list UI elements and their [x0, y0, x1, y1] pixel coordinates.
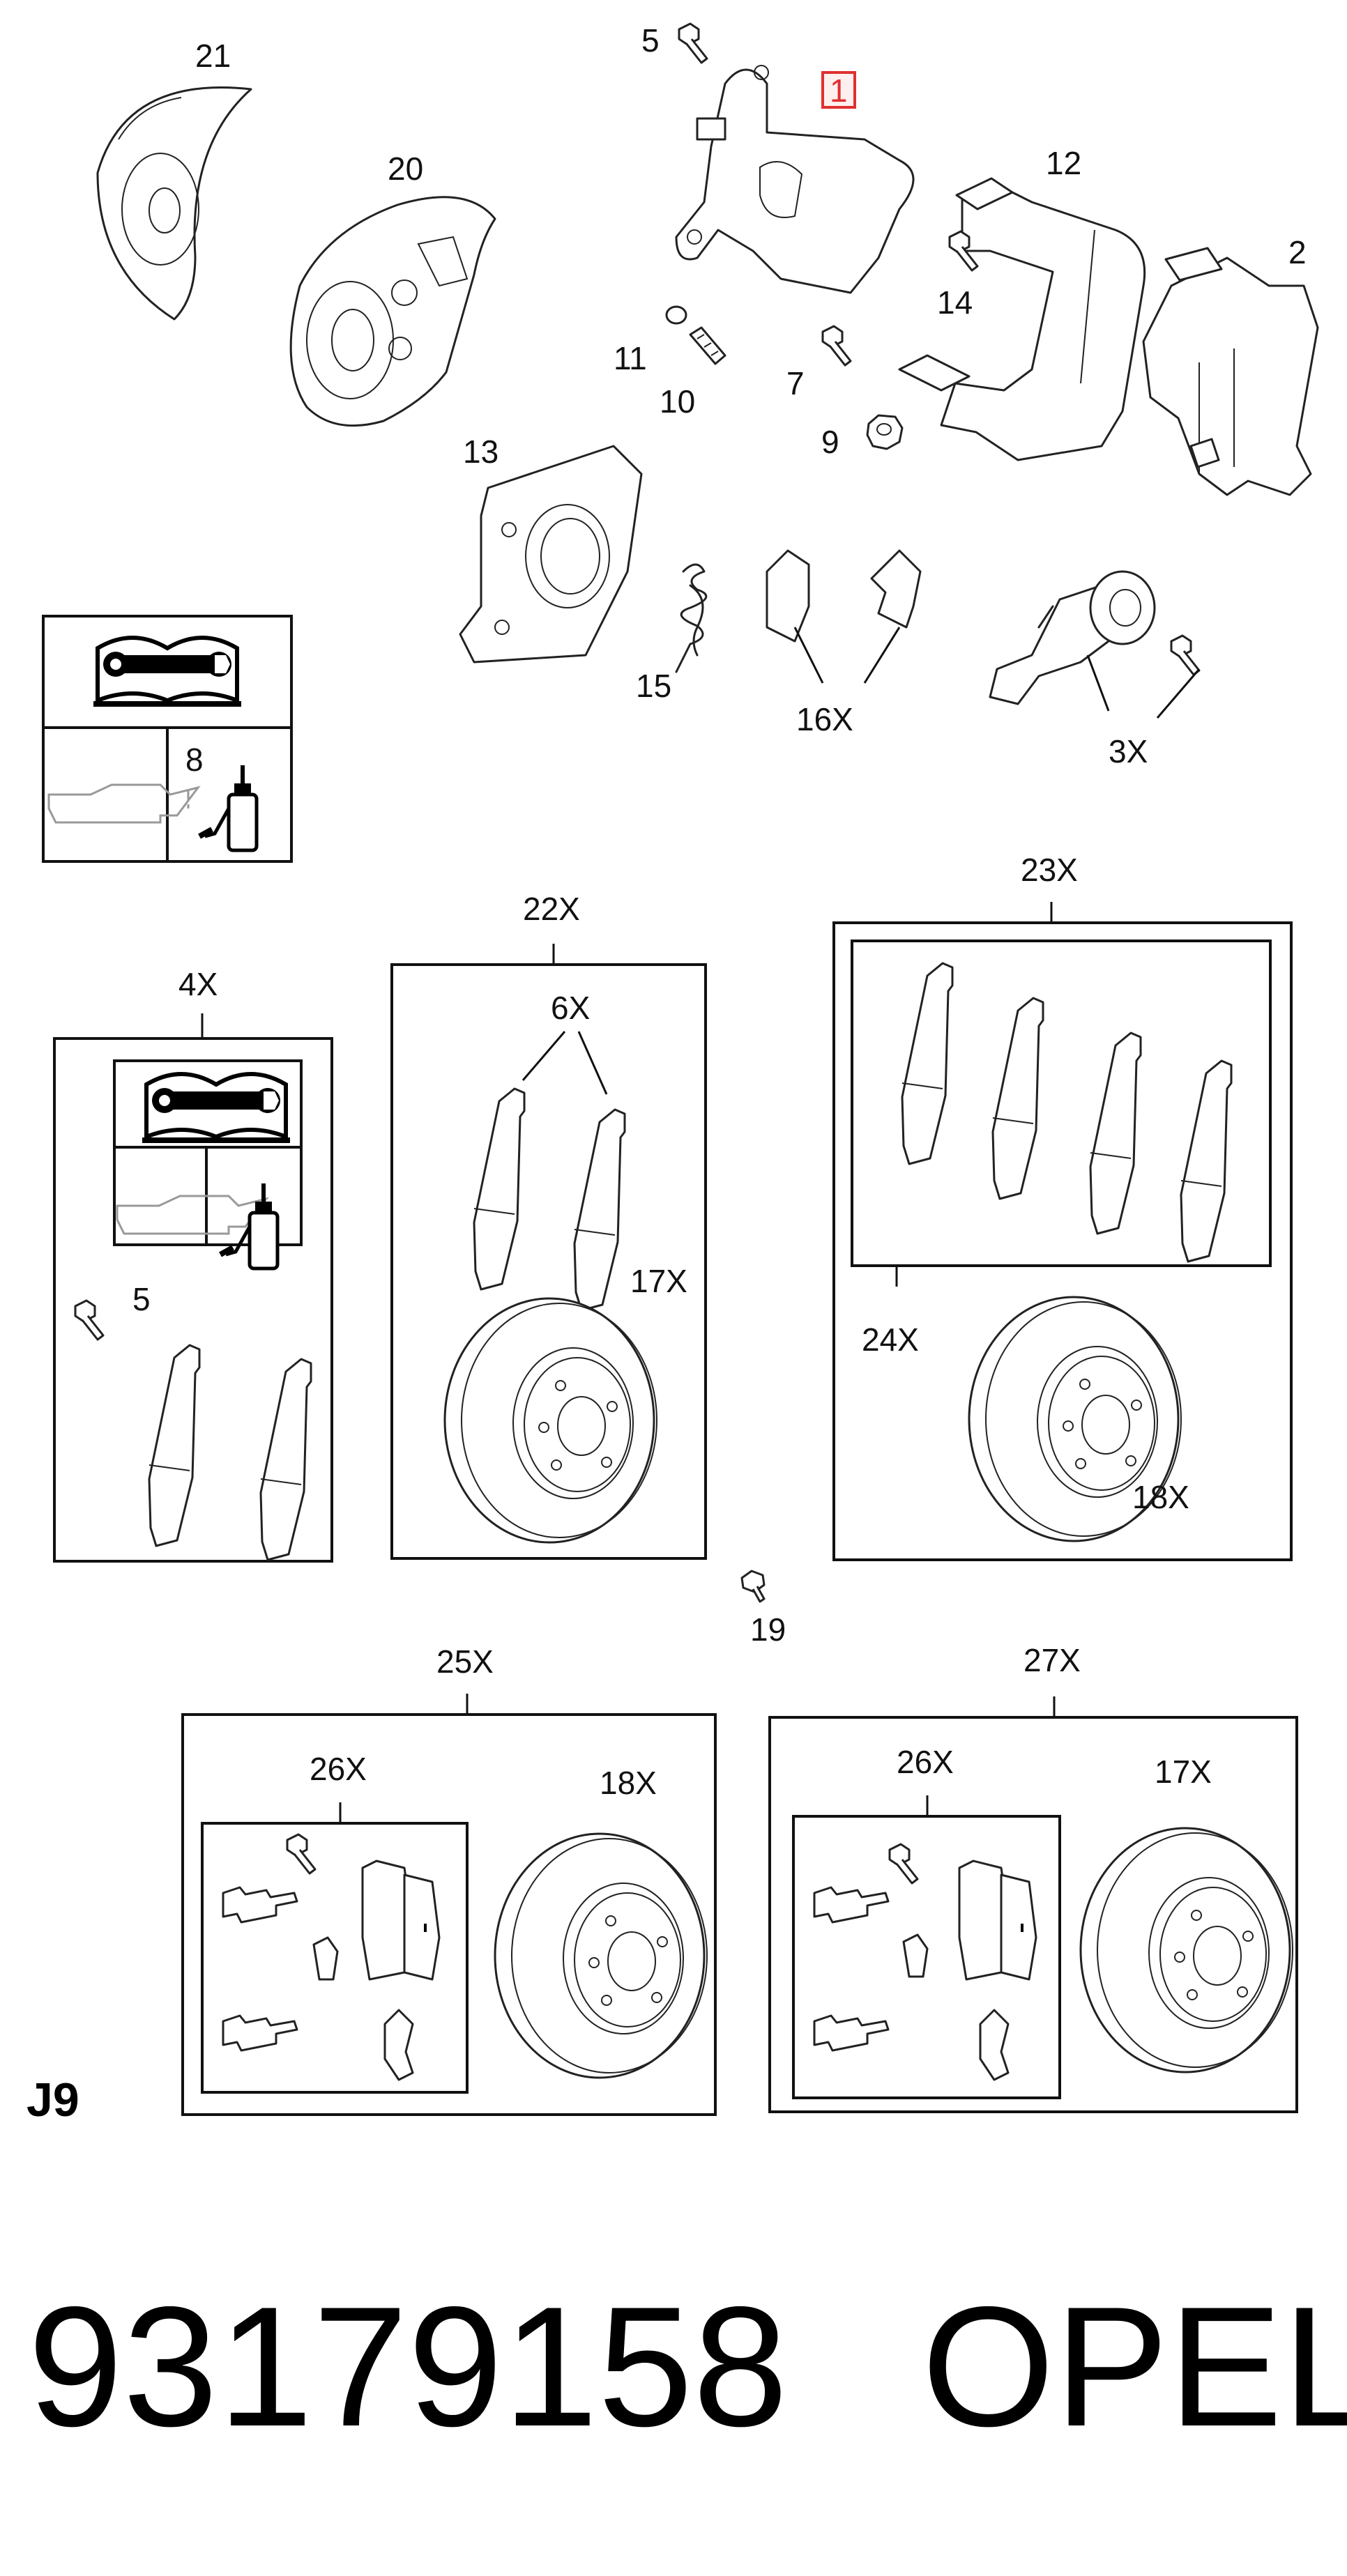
label-7: 7 — [786, 365, 805, 401]
grease-tube-icon — [199, 765, 257, 850]
brake-pad — [473, 1087, 526, 1291]
leader-3 — [1086, 654, 1201, 719]
carrier-bracket-12 — [898, 177, 1146, 461]
label-16: 16X — [796, 701, 853, 737]
anchor-plate-13 — [459, 445, 643, 664]
brake-pad — [1089, 1032, 1142, 1235]
bolt — [286, 1833, 317, 1875]
part-number: 93179158 — [28, 2271, 788, 2462]
brake-pad-pair — [958, 1860, 1037, 1981]
oil-can-icon — [47, 783, 199, 824]
callout-1-box — [821, 71, 856, 109]
group-27-26-box — [792, 1795, 1061, 2099]
label-25: 25X — [436, 1643, 494, 1680]
bleeder-cap-11 — [665, 305, 687, 325]
group-27-box — [768, 1696, 1298, 2113]
label-20: 20 — [388, 151, 423, 187]
backing-plate-20 — [289, 196, 496, 427]
manual-icon — [142, 1074, 290, 1140]
shim — [312, 1936, 339, 1981]
hardware-clip — [813, 2014, 890, 2052]
label-8: 8 — [185, 742, 204, 778]
brake-pad — [148, 1344, 201, 1547]
brake-disc-17 — [443, 1297, 658, 1544]
shim-16b — [870, 549, 922, 629]
parking-lever-3 — [989, 570, 1156, 705]
brake-pad — [1180, 1059, 1233, 1263]
shim — [383, 2009, 414, 2081]
hardware-clip — [222, 2014, 298, 2052]
hardware-clip — [813, 1886, 890, 1924]
legend-box — [42, 615, 293, 863]
label-13: 13 — [463, 434, 499, 470]
screw-19 — [740, 1570, 766, 1603]
group-4-box — [53, 1013, 333, 1563]
label-2: 2 — [1288, 234, 1307, 270]
shim — [979, 2009, 1010, 2081]
label-3: 3X — [1109, 733, 1148, 769]
label-4-5: 5 — [132, 1281, 151, 1317]
label-27: 27X — [1023, 1642, 1081, 1678]
manual-icon — [93, 638, 241, 704]
label-22-17: 17X — [630, 1263, 687, 1299]
bleeder-screw-10 — [689, 326, 726, 365]
brake-pad — [991, 997, 1044, 1200]
dust-shield-21 — [96, 86, 252, 321]
caliper-housing-2 — [1142, 247, 1319, 496]
label-15: 15 — [636, 668, 671, 704]
label-23: 23X — [1021, 852, 1078, 888]
label-22-6: 6X — [551, 990, 590, 1026]
label-25-18: 18X — [600, 1765, 657, 1801]
label-11: 11 — [614, 340, 647, 376]
label-4: 4X — [178, 966, 218, 1002]
leader-16 — [793, 627, 901, 684]
group-25-box — [181, 1694, 717, 2116]
brand-name: OPEL — [922, 2271, 1347, 2462]
label-27-17: 17X — [1155, 1754, 1212, 1790]
spring-15 — [675, 563, 708, 673]
brake-pad — [259, 1358, 312, 1561]
label-12: 12 — [1046, 145, 1081, 181]
label-10: 10 — [660, 383, 695, 420]
label-23-18: 18X — [1132, 1479, 1189, 1515]
group-24-box — [851, 940, 1272, 1287]
hardware-clip — [222, 1886, 298, 1924]
label-19: 19 — [750, 1611, 786, 1648]
bolt-7 — [821, 325, 852, 367]
brake-disc-18 — [494, 1832, 708, 2079]
group-25-26-box — [201, 1802, 469, 2094]
page-code: J9 — [26, 2073, 79, 2126]
label-23-24: 24X — [862, 1321, 919, 1358]
label-5: 5 — [641, 22, 660, 59]
caliper-1 — [675, 65, 915, 294]
label-27-26: 26X — [897, 1744, 954, 1780]
group-22-box — [390, 944, 707, 1560]
label-1: 1 — [830, 72, 848, 109]
label-9: 9 — [821, 424, 839, 460]
label-14: 14 — [937, 284, 973, 321]
label-21: 21 — [195, 38, 231, 74]
group-23-box — [832, 902, 1293, 1561]
bolt-3 — [1170, 634, 1201, 676]
label-25-26: 26X — [310, 1751, 367, 1787]
bolt-5 — [678, 22, 708, 64]
brake-disc-17 — [1079, 1827, 1294, 2073]
brake-pad — [573, 1108, 626, 1312]
label-22: 22X — [523, 891, 580, 927]
bolt-5 — [74, 1299, 105, 1341]
shim-16a — [766, 549, 810, 643]
bolt — [888, 1843, 919, 1885]
oil-can-icon — [116, 1195, 268, 1235]
brake-pad — [901, 962, 954, 1165]
shim — [902, 1933, 929, 1978]
leader-6 — [522, 1031, 608, 1095]
brake-pad-pair — [361, 1860, 441, 1981]
nut-9 — [866, 414, 904, 450]
